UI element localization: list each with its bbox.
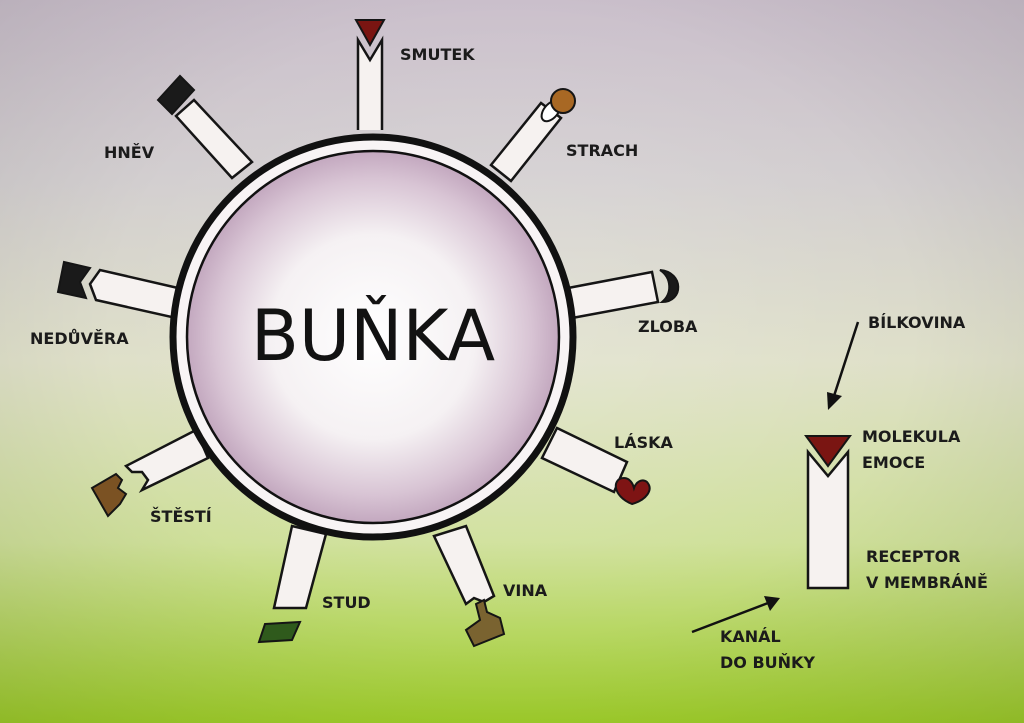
laska-molecule-icon	[614, 476, 651, 506]
receptor-stesti-stem	[123, 428, 210, 493]
legend-channel-arrow-shaft	[691, 601, 769, 634]
receptor-hnev-stem	[174, 98, 254, 180]
receptor-smutek-stem	[356, 35, 384, 130]
strach-molecule-icon	[550, 88, 576, 114]
vina-molecule-icon	[464, 598, 506, 648]
legend-channel-arrow-head	[764, 596, 780, 611]
hnev-molecule-icon	[156, 74, 196, 116]
receptor-neduvera	[56, 260, 180, 320]
receptor-stud-stem	[272, 524, 328, 610]
receptor-vina	[432, 524, 506, 648]
label-neduvera: NEDŮVĚRA	[30, 329, 129, 348]
receptor-smutek	[354, 19, 386, 130]
label-hnev: HNĚV	[104, 143, 155, 162]
receptor-zloba	[566, 269, 680, 320]
receptor-zloba-stem	[566, 270, 660, 320]
label-vina: VINA	[503, 581, 548, 600]
stesti-molecule-icon	[90, 472, 128, 518]
legend-channel-label-1: KANÁL	[720, 627, 781, 646]
zloba-molecule-icon	[659, 269, 680, 304]
receptor-hnev	[156, 74, 254, 180]
cell-body	[185, 149, 561, 525]
receptor-laska	[540, 426, 651, 506]
legend-molecule-label-1: MOLEKULA	[862, 427, 961, 446]
receptor-vina-stem	[432, 524, 496, 606]
legend-receptor-shape	[806, 448, 850, 590]
label-smutek: SMUTEK	[400, 45, 475, 64]
receptor-stud	[257, 524, 328, 644]
receptor-strach-stem	[489, 101, 563, 183]
cell-title: BUŇKA	[251, 295, 495, 377]
label-laska: LÁSKA	[614, 433, 674, 452]
label-strach: STRACH	[566, 141, 638, 160]
legend-protein-label: BÍLKOVINA	[868, 313, 966, 332]
smutek-molecule-icon	[354, 19, 386, 48]
receptor-laska-stem	[540, 426, 629, 494]
label-stesti: ŠTĚSTÍ	[150, 507, 212, 526]
legend: BÍLKOVINA MOLEKULA EMOCE RECEPTOR V MEMB…	[691, 313, 988, 672]
legend-molecule-label-2: EMOCE	[862, 453, 925, 472]
legend-receptor-label-1: RECEPTOR	[866, 547, 960, 566]
legend-protein-arrow-head	[827, 392, 842, 410]
receptor-strach	[489, 88, 576, 183]
label-stud: STUD	[322, 593, 371, 612]
legend-molecule-icon	[804, 435, 852, 468]
stud-molecule-icon	[257, 620, 302, 644]
legend-protein-arrow-shaft	[832, 321, 860, 397]
receptor-stesti	[90, 428, 210, 518]
legend-receptor-label-2: V MEMBRÁNĚ	[866, 573, 988, 592]
receptor-neduvera-stem	[88, 268, 180, 320]
neduvera-molecule-icon	[56, 260, 92, 300]
label-zloba: ZLOBA	[638, 317, 698, 336]
legend-channel-label-2: DO BUŇKY	[720, 653, 815, 672]
